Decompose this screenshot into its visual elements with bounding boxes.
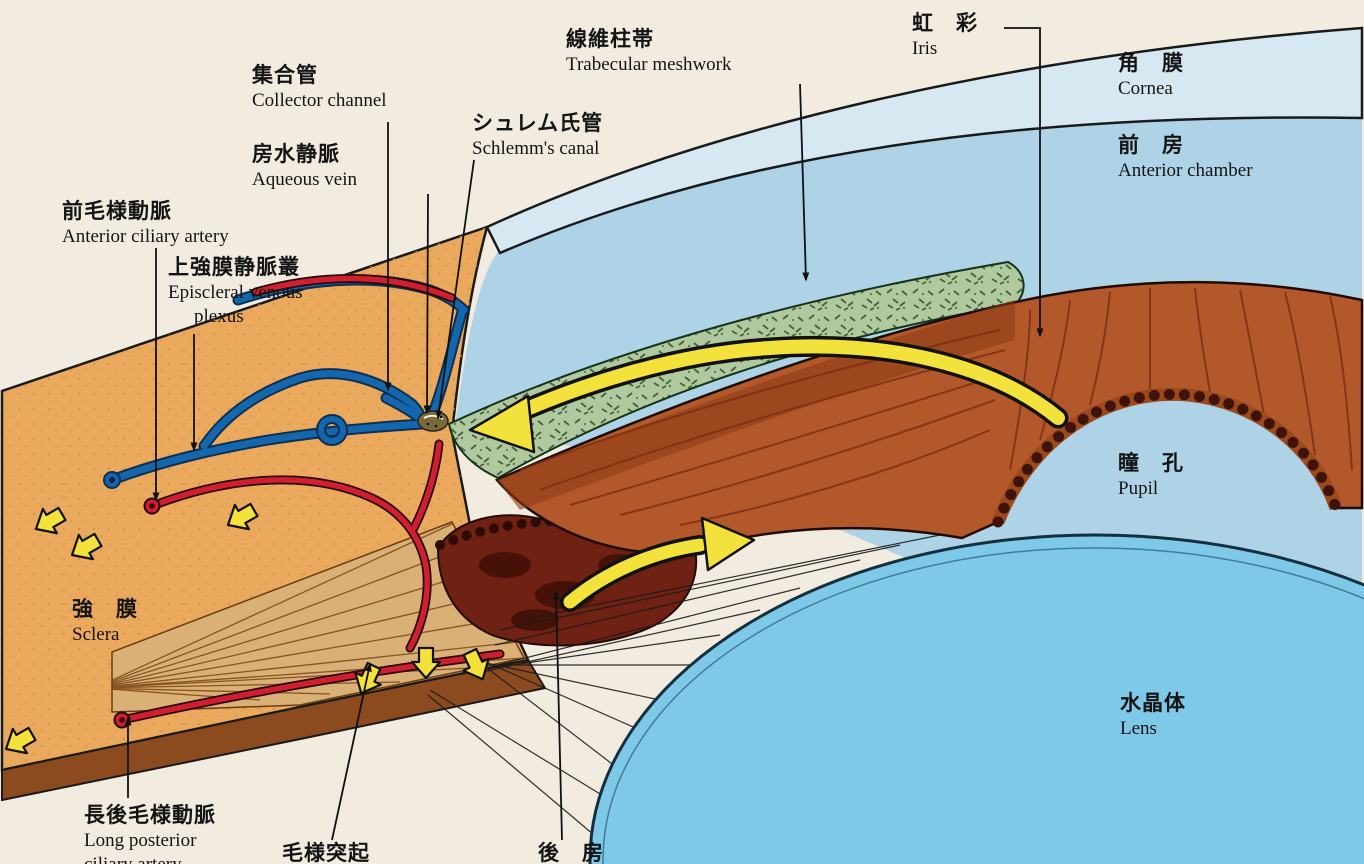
label-sclera-jp: 強 膜 — [72, 597, 138, 621]
leader-lines — [124, 27, 1044, 841]
label-collector-channel-en: Collector channel — [252, 89, 387, 111]
leader-trabecular-meshwork — [799, 83, 810, 282]
label-anterior-chamber-jp: 前 房 — [1118, 133, 1184, 157]
label-collector-channel: 集合管 Collector channel — [252, 62, 387, 113]
label-long-posterior-ciliary-artery: 長後毛様動脈 Long posterior ciliary artery — [84, 802, 216, 864]
label-schlemms-canal-en: Schlemm's canal — [472, 137, 600, 159]
label-iris: 虹 彩 Iris — [912, 10, 978, 61]
label-aqueous-vein-en: Aqueous vein — [252, 168, 358, 190]
label-trabecular-meshwork-en: Trabecular meshwork — [566, 53, 732, 75]
label-sclera: 強 膜 Sclera — [72, 596, 138, 647]
label-trabecular-meshwork-jp: 線維柱帯 — [566, 27, 654, 51]
label-schlemms-canal: シュレム氏管 Schlemm's canal — [472, 110, 603, 161]
label-episcleral-venous-plexus: 上強膜静脈叢 Episcleral venous plexus — [168, 254, 303, 330]
label-aqueous-vein-jp: 房水静脈 — [252, 142, 340, 166]
label-ciliary-process: 毛様突起 — [282, 840, 370, 864]
zonule-fibers — [427, 534, 941, 841]
label-pupil-en: Pupil — [1118, 477, 1159, 499]
label-cornea-jp: 角 膜 — [1118, 51, 1184, 75]
label-trabecular-meshwork: 線維柱帯 Trabecular meshwork — [566, 26, 732, 77]
aqueous-flow-arrow-anterior — [468, 335, 1069, 454]
label-cornea-en: Cornea — [1118, 77, 1173, 99]
leader-ciliary-process — [331, 662, 372, 841]
label-lens-en: Lens — [1120, 717, 1157, 739]
label-long-posterior-ciliary-artery-en2: ciliary artery — [84, 853, 216, 864]
label-anterior-ciliary-artery-jp: 前毛様動脈 — [62, 199, 172, 223]
label-pupil-jp: 瞳 孔 — [1118, 451, 1184, 475]
label-sclera-en: Sclera — [72, 623, 120, 645]
label-iris-jp: 虹 彩 — [912, 11, 978, 35]
leader-aqueous-vein — [423, 193, 431, 415]
label-episcleral-venous-plexus-jp: 上強膜静脈叢 — [168, 255, 300, 279]
aqueous-flow-arrow-pupil — [560, 516, 756, 612]
label-anterior-ciliary-artery-en: Anterior ciliary artery — [62, 225, 229, 247]
lens-region — [588, 533, 1364, 864]
leader-schlemms-canal — [435, 159, 475, 420]
label-anterior-chamber-en: Anterior chamber — [1118, 159, 1253, 181]
label-episcleral-venous-plexus-en1: Episcleral venous — [168, 281, 303, 303]
label-collector-channel-jp: 集合管 — [252, 63, 318, 87]
label-episcleral-venous-plexus-en2: plexus — [194, 306, 244, 328]
label-schlemms-canal-jp: シュレム氏管 — [472, 111, 604, 135]
label-pupil: 瞳 孔 Pupil — [1118, 450, 1184, 501]
label-long-posterior-ciliary-artery-en1: Long posterior — [84, 829, 197, 851]
label-anterior-ciliary-artery: 前毛様動脈 Anterior ciliary artery — [62, 198, 229, 249]
schlemms-canal-structure — [417, 410, 449, 432]
label-posterior-chamber-jp: 後 房 — [538, 841, 604, 864]
leader-posterior-chamber — [552, 590, 563, 841]
label-ciliary-process-jp: 毛様突起 — [282, 841, 370, 864]
leader-iris — [1004, 27, 1044, 338]
cornea-region — [485, 26, 1364, 255]
label-cornea: 角 膜 Cornea — [1118, 50, 1184, 101]
label-lens: 水晶体 Lens — [1120, 690, 1186, 741]
label-lens-jp: 水晶体 — [1120, 691, 1186, 715]
label-iris-en: Iris — [912, 37, 938, 59]
label-anterior-chamber: 前 房 Anterior chamber — [1118, 132, 1253, 183]
label-long-posterior-ciliary-artery-jp: 長後毛様動脈 — [84, 803, 216, 827]
label-aqueous-vein: 房水静脈 Aqueous vein — [252, 141, 357, 192]
ciliary-artery-vessels — [113, 273, 505, 729]
label-posterior-chamber: 後 房 — [538, 840, 604, 864]
